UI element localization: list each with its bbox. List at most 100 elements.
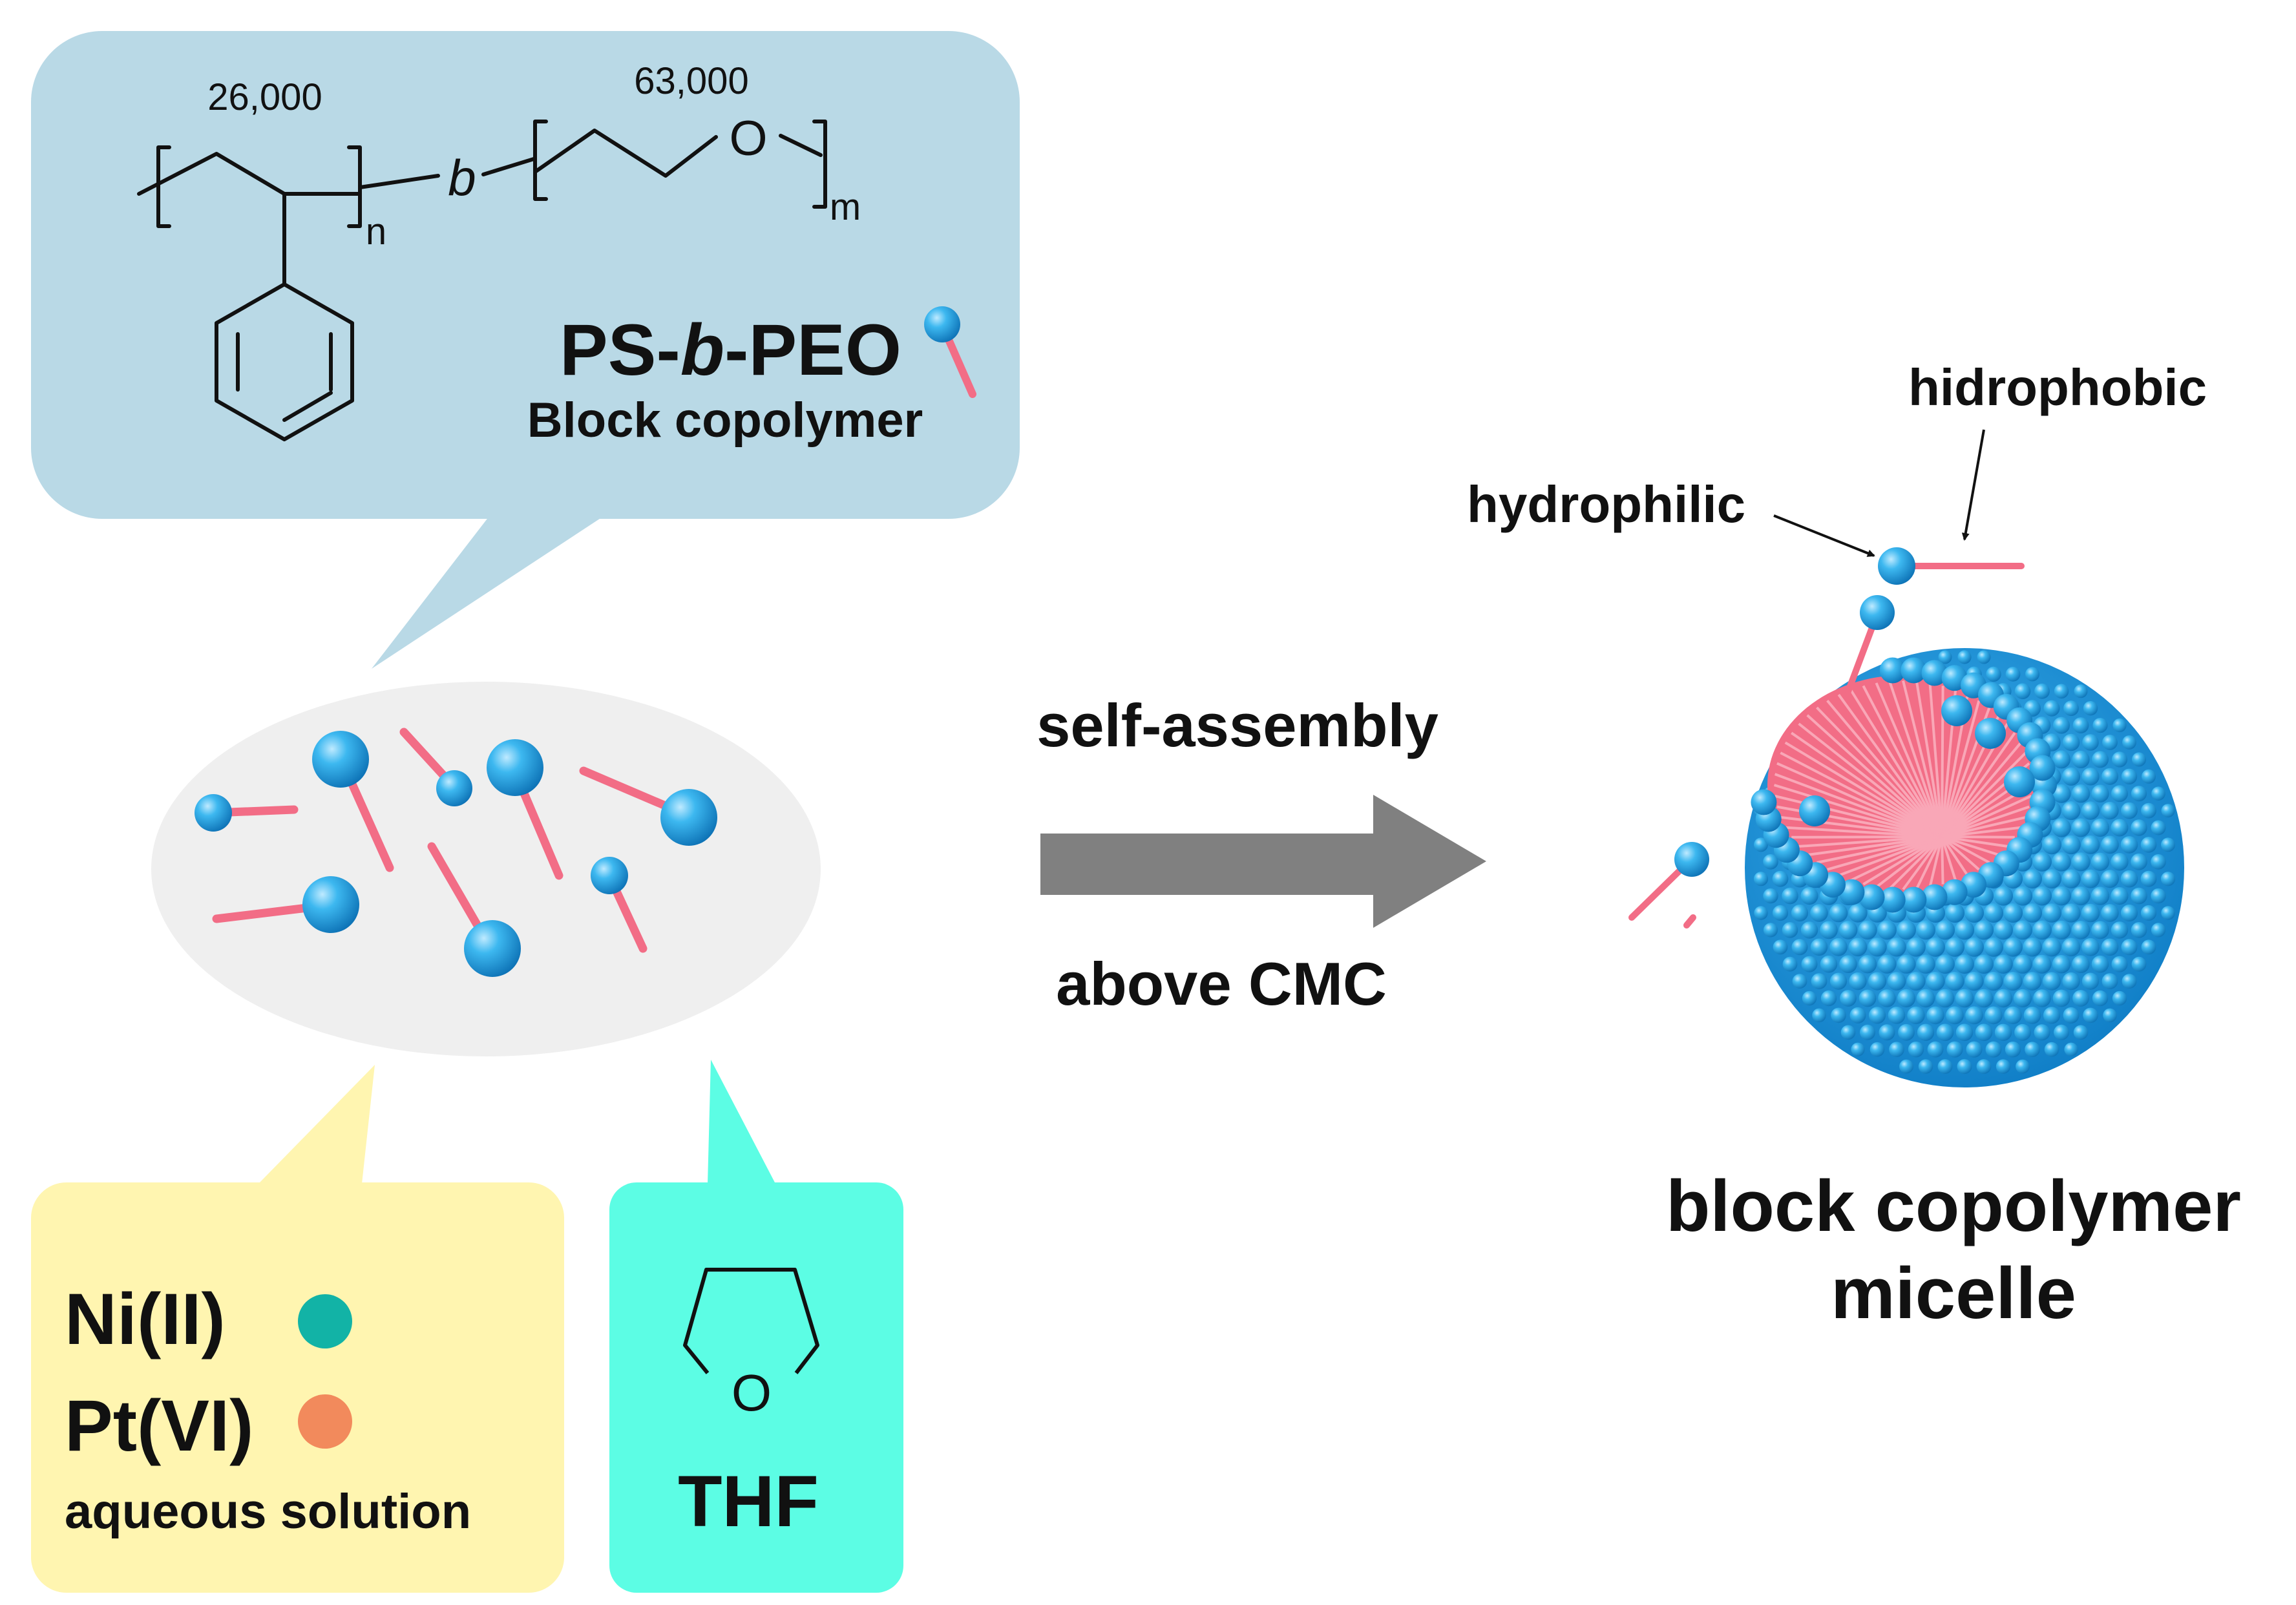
micelle-head bbox=[2005, 667, 2021, 682]
micelle-tail bbox=[1941, 751, 2027, 838]
micelle-head bbox=[1763, 888, 1778, 904]
copolymer-subtitle: Block copolymer bbox=[527, 393, 923, 448]
micelle-head bbox=[1802, 991, 1817, 1006]
micelle-head bbox=[1899, 1059, 1913, 1074]
micelle-head bbox=[2014, 1023, 2031, 1041]
aqueous-bubble-pointer bbox=[258, 1065, 375, 1184]
thf-bubble: O THF bbox=[609, 1060, 903, 1593]
micelle-head bbox=[2161, 906, 2175, 920]
micelle-tail bbox=[1915, 681, 1943, 837]
micelle-head bbox=[2160, 872, 2176, 886]
copolymer-head bbox=[436, 770, 472, 806]
thf-bubble-pointer bbox=[708, 1060, 775, 1184]
micelle-head bbox=[2013, 989, 2032, 1008]
micelle-tail bbox=[1776, 762, 1943, 838]
micelle: hydrophilic hidrophobic block copolymer … bbox=[1467, 359, 2241, 1334]
micelle-tail bbox=[1798, 722, 1943, 838]
peo-molecular-weight: 63,000 bbox=[634, 60, 748, 102]
micelle-tail bbox=[1862, 685, 1943, 837]
thf-oxygen-atom: O bbox=[732, 1364, 772, 1421]
micelle-head bbox=[2061, 835, 2081, 855]
micelle-head bbox=[2081, 768, 2100, 786]
micelle-head bbox=[1800, 921, 1818, 939]
micelle-head bbox=[1955, 954, 1974, 974]
copolymer-head bbox=[312, 731, 369, 788]
micelle-head bbox=[2131, 922, 2147, 938]
micelle-rim-head bbox=[1941, 879, 1968, 905]
micelle-tail bbox=[1827, 835, 1943, 871]
micelle-tail bbox=[1941, 835, 1980, 871]
micelle-head bbox=[1926, 972, 1945, 991]
micelle-inner-head bbox=[1975, 718, 2006, 749]
micelle-head bbox=[2151, 888, 2166, 904]
micelle-tail bbox=[1807, 835, 1943, 857]
copolymer-head bbox=[591, 857, 628, 894]
micelle-tail bbox=[1806, 714, 1943, 838]
micelle-head bbox=[1858, 920, 1877, 939]
peo-repeat-subscript: m bbox=[830, 186, 861, 228]
micelle-core-tails bbox=[1773, 680, 2033, 890]
micelle-head bbox=[2092, 990, 2109, 1007]
micelle-tail bbox=[1888, 835, 1943, 890]
micelle-head bbox=[2111, 785, 2128, 802]
micelle-head bbox=[2092, 751, 2109, 768]
micelle-head bbox=[2122, 974, 2137, 989]
micelle-head bbox=[1859, 989, 1877, 1007]
micelle-head bbox=[2052, 750, 2070, 769]
micelle-head bbox=[2083, 701, 2098, 716]
micelle-head bbox=[1964, 972, 1984, 991]
micelle-head bbox=[1763, 854, 1778, 870]
micelle-rim-head bbox=[1901, 657, 1927, 684]
micelle-head bbox=[1955, 989, 1974, 1008]
micelle-head bbox=[1897, 954, 1916, 974]
micelle-tail bbox=[1773, 784, 1943, 838]
micelle-head bbox=[1994, 920, 2013, 940]
micelle-head bbox=[1984, 903, 2003, 923]
hydrophobic-pointer bbox=[1961, 429, 1985, 541]
micelle-tail bbox=[1941, 826, 2021, 838]
micelle-head bbox=[2131, 887, 2147, 905]
micelle-head bbox=[1937, 1059, 1953, 1074]
aqueous-bubble-body bbox=[31, 1182, 564, 1593]
micelle-head bbox=[2101, 973, 2118, 989]
micelle-head bbox=[2034, 683, 2050, 699]
micelle-head bbox=[1848, 903, 1868, 923]
micelle-head bbox=[2081, 835, 2100, 854]
micelle-head bbox=[1955, 1023, 1974, 1042]
micelle-head bbox=[2151, 854, 2166, 870]
micelle-head bbox=[2071, 921, 2091, 939]
micelle-tail bbox=[1941, 836, 1957, 881]
micelle-head bbox=[2033, 989, 2051, 1007]
micelle-head bbox=[1889, 1042, 1904, 1057]
micelle-tail bbox=[1941, 815, 2027, 838]
micelle-head bbox=[1994, 954, 2013, 974]
micelle-head bbox=[2052, 818, 2071, 837]
micelle-head bbox=[1887, 972, 1906, 991]
micelle-head bbox=[2081, 972, 2100, 990]
micelle-head bbox=[2044, 1042, 2059, 1057]
micelle-head bbox=[1917, 1023, 1935, 1042]
micelle-head bbox=[1977, 650, 1991, 664]
micelle-head bbox=[1820, 921, 1838, 939]
micelle-head bbox=[2052, 886, 2071, 906]
micelle-head bbox=[1869, 1042, 1885, 1057]
micelle-head bbox=[2141, 802, 2156, 819]
micelle-rim-head bbox=[1751, 789, 1777, 815]
hydrophobic-label: hidrophobic bbox=[1908, 359, 2207, 416]
micelle-head bbox=[2140, 837, 2157, 853]
micelle-rim-head bbox=[1901, 886, 1927, 913]
micelle-head bbox=[2043, 700, 2060, 717]
micelle-tail bbox=[1817, 835, 1943, 864]
micelle-head bbox=[1811, 973, 1827, 989]
micelle-head bbox=[2032, 920, 2052, 940]
micelle-head bbox=[1772, 905, 1789, 921]
micelle-tail bbox=[1941, 835, 1990, 864]
micelle-head bbox=[1907, 1006, 1925, 1025]
micelle-head bbox=[1868, 938, 1887, 957]
micelle-head bbox=[1936, 1023, 1954, 1042]
micelle-head bbox=[2120, 870, 2138, 888]
micelle-head bbox=[2023, 903, 2042, 923]
micelle-tail bbox=[1875, 835, 1943, 888]
micelle-head bbox=[1957, 1059, 1972, 1075]
micelle-tail bbox=[1875, 682, 1943, 837]
